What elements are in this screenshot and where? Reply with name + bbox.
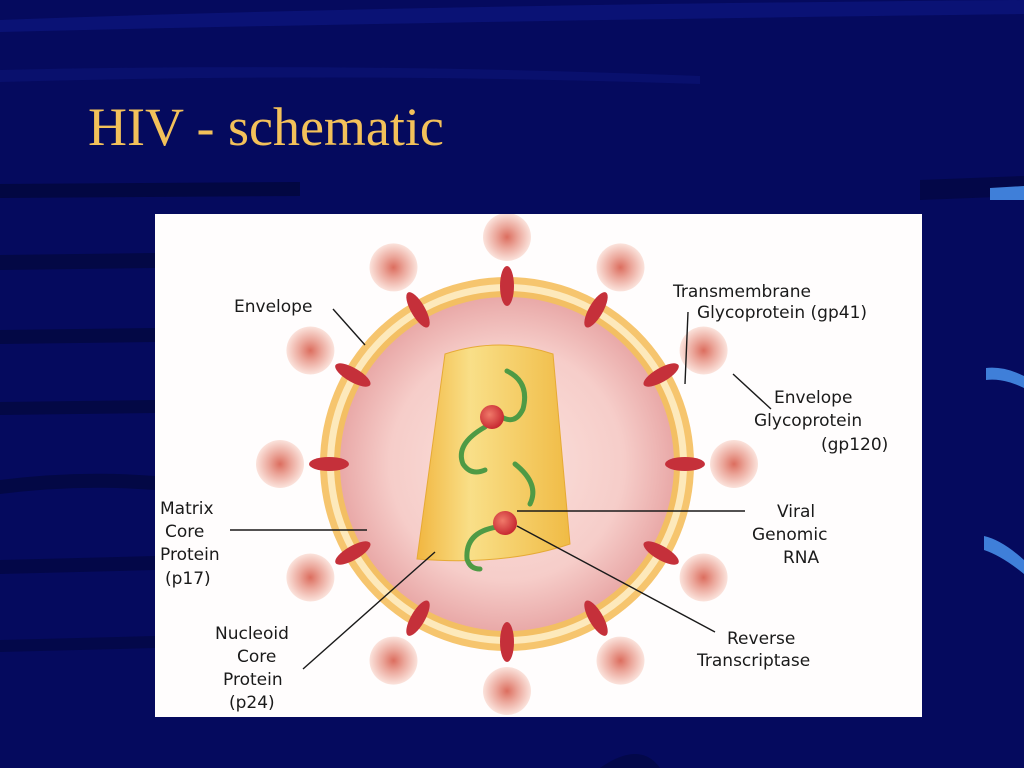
label-leader-lines [230,308,772,670]
capsid-core [416,344,571,562]
label-matrix-line1: Matrix [160,499,214,519]
label-viral-rna-line2: Genomic [752,525,827,545]
label-transmembrane-line2: Glycoprotein (gp41) [697,303,867,323]
reverse-transcriptase-lower [493,511,517,535]
label-envelope-gp-line3: (gp120) [821,435,888,455]
label-viral-rna-line1: Viral [777,502,815,522]
label-transmembrane-line1: Transmembrane [672,282,811,302]
label-nucleoid-line3: Protein [223,670,283,690]
slide-title: HIV - schematic [88,97,444,157]
label-nucleoid-line4: (p24) [229,693,275,713]
hiv-virion-diagram: Envelope Transmembrane Glycoprotein (gp4… [155,214,922,717]
label-matrix-line3: Protein [160,545,220,565]
reverse-transcriptase-upper [480,405,504,429]
label-envelope: Envelope [234,297,312,317]
label-matrix-line4: (p17) [165,569,211,589]
label-reverse-transcriptase-line1: Reverse [727,629,795,649]
label-viral-rna-line3: RNA [783,548,820,568]
label-envelope-gp-line1: Envelope [774,388,852,408]
envelope-glycoprotein-spikes [256,214,758,715]
label-nucleoid-line1: Nucleoid [215,624,289,644]
label-matrix-line2: Core [165,522,204,542]
label-nucleoid-line2: Core [237,647,276,667]
label-envelope-gp-line2: Glycoprotein [754,411,862,431]
label-reverse-transcriptase-line2: Transcriptase [696,651,810,671]
viral-rna [458,368,536,572]
